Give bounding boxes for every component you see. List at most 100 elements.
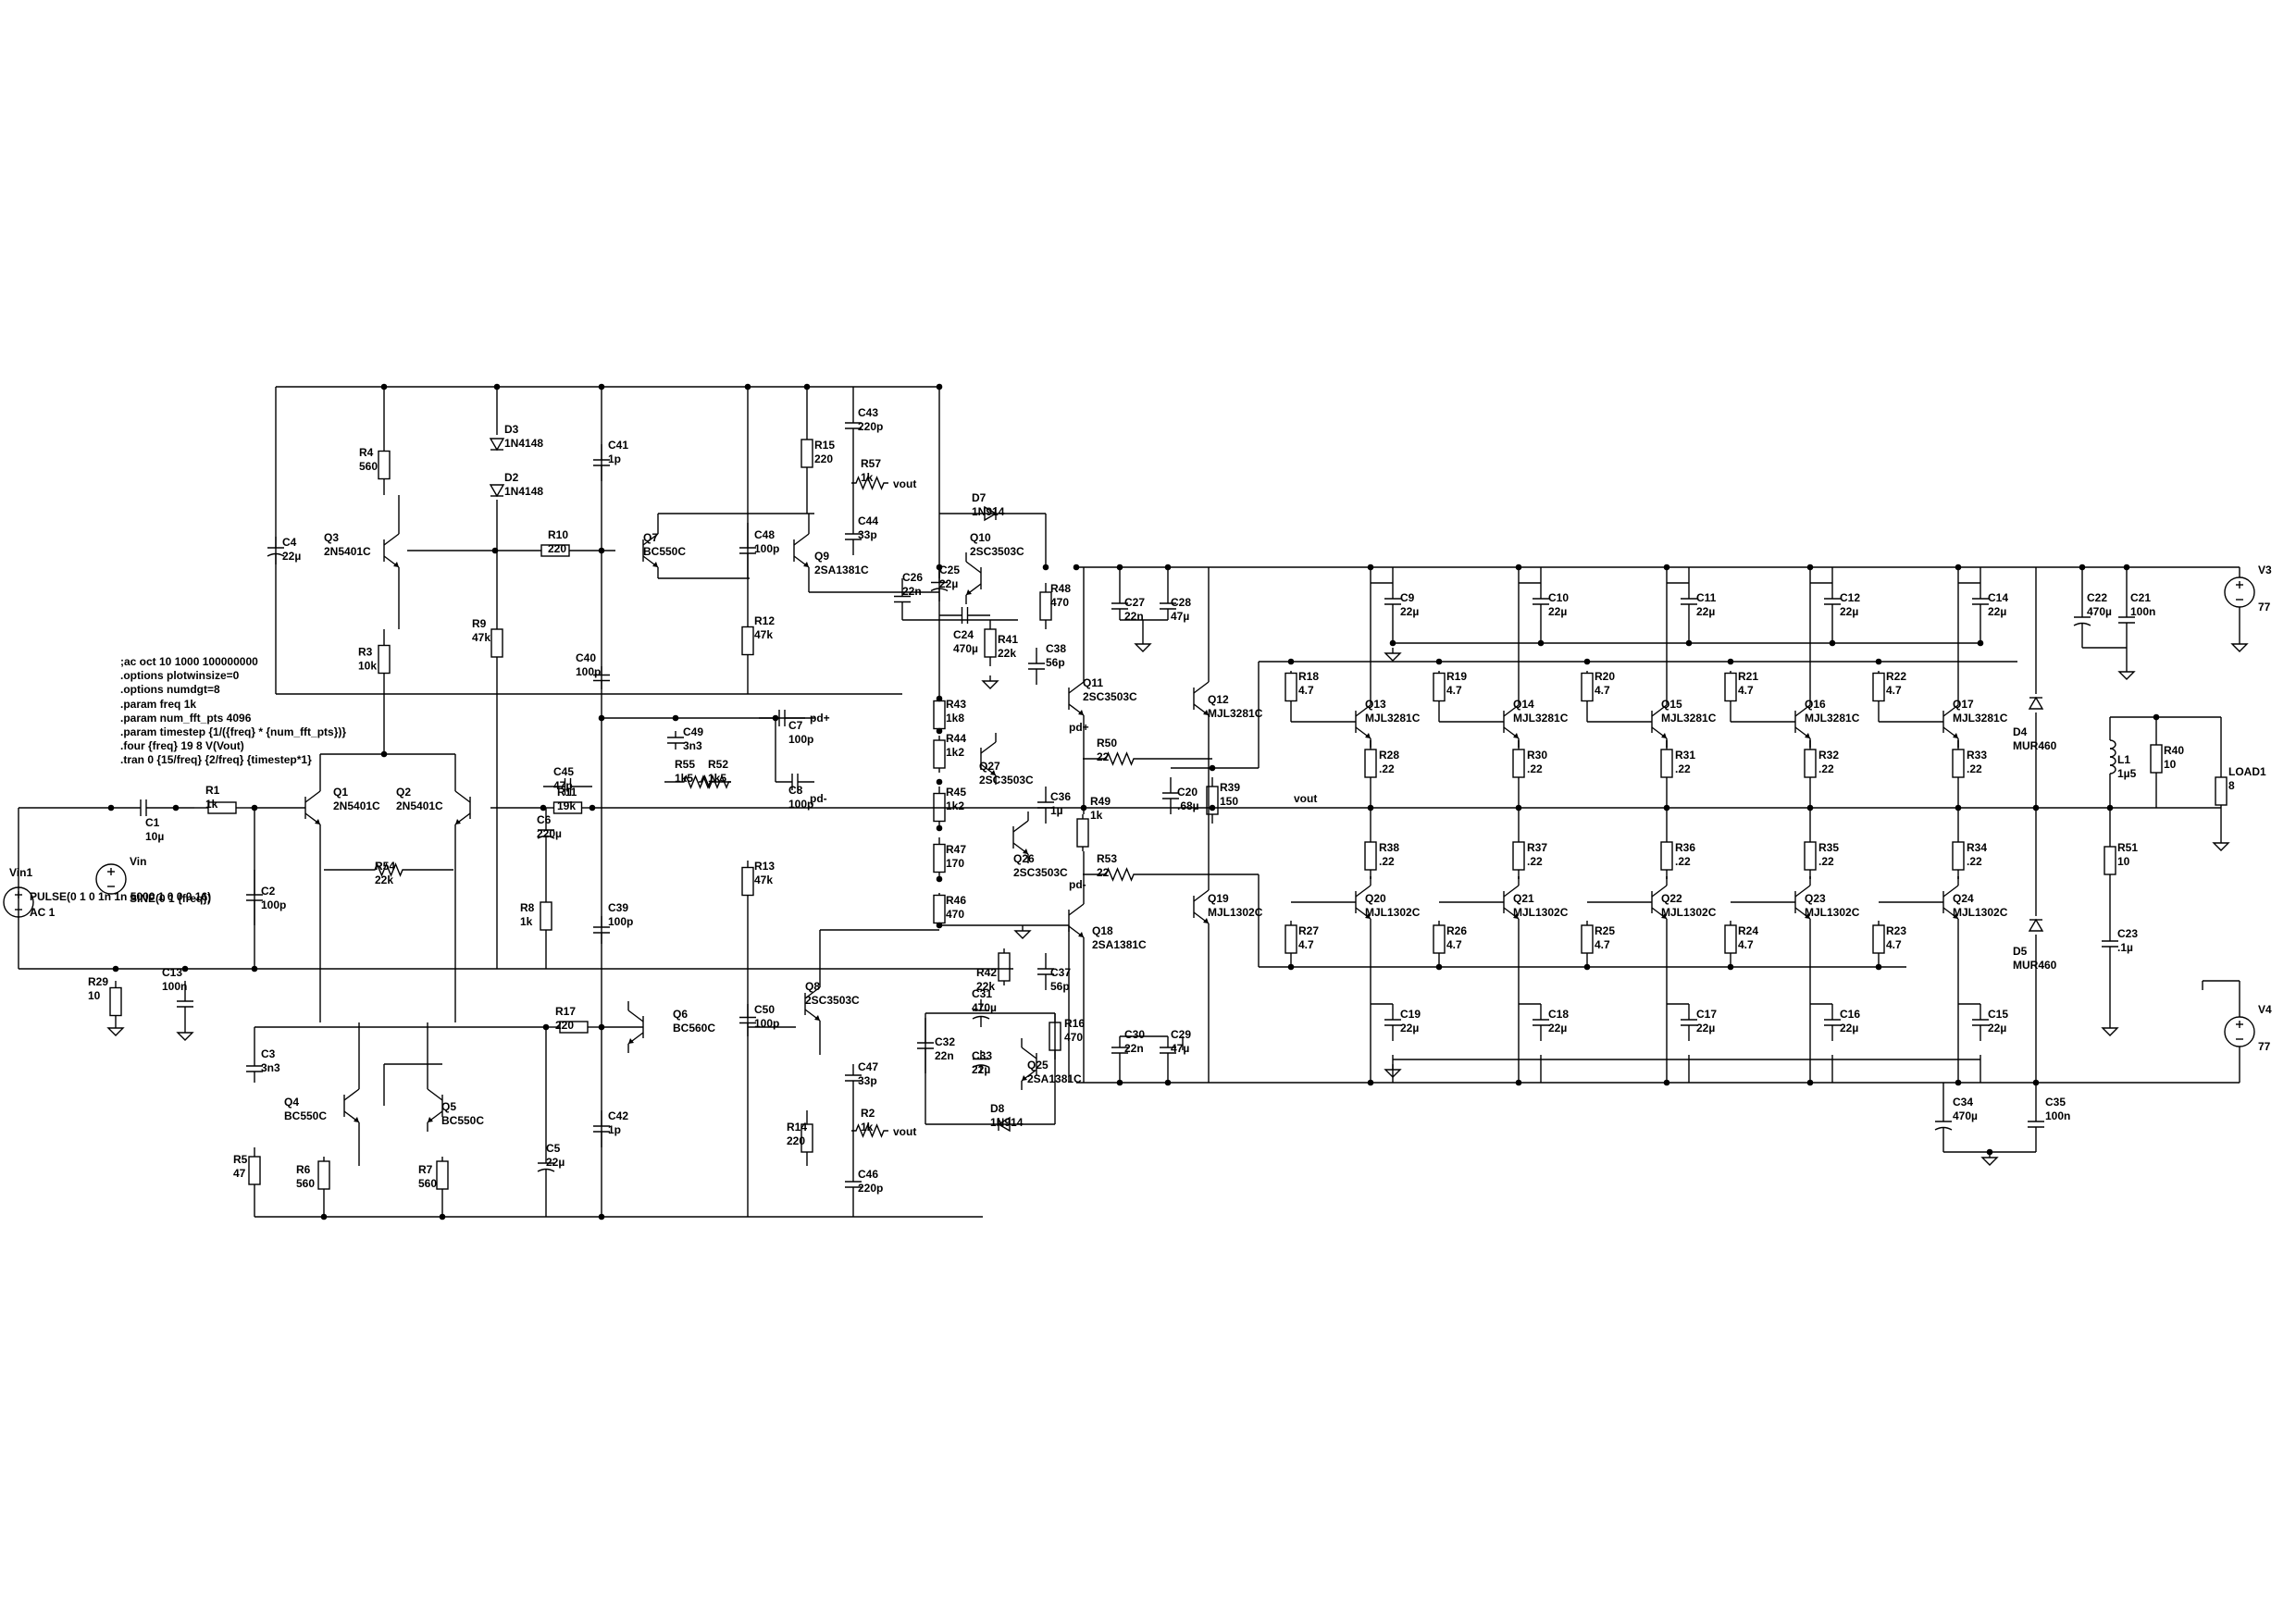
r18-resistor[interactable] (1285, 671, 1297, 703)
c34-capacitor[interactable] (1934, 1110, 1953, 1138)
c37-capacitor[interactable] (1037, 953, 1054, 990)
c20-capacitor[interactable] (1162, 777, 1179, 814)
r33-resistor[interactable] (1952, 740, 1965, 787)
r45-resistor[interactable] (933, 787, 946, 828)
c42-capacitor[interactable] (593, 1110, 610, 1147)
q19-transistor[interactable] (1193, 881, 1210, 933)
r55-resistor[interactable] (664, 774, 731, 789)
r20-resistor[interactable] (1581, 671, 1594, 703)
r25-resistor[interactable] (1581, 921, 1594, 958)
r47-resistor[interactable] (933, 837, 946, 879)
c35-capacitor[interactable] (2028, 1110, 2044, 1138)
c18-capacitor[interactable] (1533, 1004, 1549, 1041)
v3-voltage-source[interactable] (2224, 576, 2255, 608)
r34-resistor[interactable] (1952, 833, 1965, 879)
q18-transistor[interactable] (1068, 895, 1085, 947)
r40-resistor[interactable] (2150, 740, 2163, 777)
r21-resistor[interactable] (1724, 671, 1737, 703)
r54-resistor[interactable] (324, 862, 453, 877)
r17-resistor[interactable] (546, 1021, 602, 1034)
r46-resistor[interactable] (933, 893, 946, 925)
q9-transistor[interactable] (793, 525, 810, 576)
r31-resistor[interactable] (1660, 740, 1673, 787)
c10-capacitor[interactable] (1533, 583, 1549, 620)
r35-resistor[interactable] (1804, 833, 1817, 879)
c1-capacitor[interactable] (111, 799, 176, 816)
q3-transistor[interactable] (383, 525, 400, 576)
r51-resistor[interactable] (2104, 833, 2116, 888)
r52-resistor[interactable] (699, 774, 731, 789)
c23-capacitor[interactable] (2102, 925, 2118, 962)
c22-capacitor[interactable] (2073, 592, 2091, 648)
c14-capacitor[interactable] (1972, 583, 1989, 620)
r2-resistor[interactable] (851, 1123, 888, 1138)
r50-resistor[interactable] (1083, 751, 1157, 766)
r53-resistor[interactable] (1083, 867, 1157, 882)
c33-capacitor[interactable] (972, 1050, 990, 1073)
c13-capacitor[interactable] (177, 981, 193, 1027)
c5-capacitor[interactable] (537, 1147, 555, 1184)
c24-capacitor[interactable] (939, 607, 990, 624)
vin-voltage-source[interactable] (95, 863, 127, 895)
c17-capacitor[interactable] (1681, 1004, 1697, 1041)
c27-capacitor[interactable] (1111, 592, 1128, 620)
r37-resistor[interactable] (1512, 833, 1525, 879)
v4-voltage-source[interactable] (2224, 1016, 2255, 1047)
r22-resistor[interactable] (1872, 671, 1885, 703)
c48-capacitor[interactable] (739, 523, 756, 578)
r9-resistor[interactable] (490, 611, 503, 675)
c49-capacitor[interactable] (667, 731, 684, 750)
c16-capacitor[interactable] (1824, 1004, 1841, 1041)
r41-resistor[interactable] (984, 620, 997, 666)
c28-capacitor[interactable] (1160, 592, 1176, 620)
q20-transistor[interactable] (1355, 876, 1371, 928)
r3-resistor[interactable] (378, 629, 391, 689)
r27-resistor[interactable] (1285, 921, 1297, 958)
d3-diode[interactable] (489, 438, 505, 452)
c30-capacitor[interactable] (1111, 1036, 1128, 1064)
c6-capacitor[interactable] (537, 824, 555, 842)
q10-transistor[interactable] (965, 552, 982, 604)
d8-diode[interactable] (997, 1116, 1011, 1133)
vin1-voltage-source[interactable] (3, 886, 34, 918)
c7-capacitor[interactable] (759, 710, 805, 726)
q7-transistor[interactable] (642, 525, 659, 576)
r4-resistor[interactable] (378, 435, 391, 495)
r11-resistor[interactable] (543, 801, 592, 814)
q14-transistor[interactable] (1503, 696, 1520, 748)
q15-transistor[interactable] (1651, 696, 1668, 748)
c45-capacitor[interactable] (543, 778, 592, 795)
r14-resistor[interactable] (800, 1110, 813, 1166)
q12-transistor[interactable] (1193, 673, 1210, 725)
q27-transistor[interactable] (980, 733, 997, 785)
c12-capacitor[interactable] (1824, 583, 1841, 620)
c46-capacitor[interactable] (845, 1166, 862, 1203)
r12-resistor[interactable] (741, 615, 754, 666)
r29-resistor[interactable] (109, 981, 122, 1022)
r57-resistor[interactable] (851, 476, 888, 490)
r1-resistor[interactable] (194, 801, 250, 814)
q5-transistor[interactable] (427, 1080, 443, 1132)
q25-transistor[interactable] (1021, 1038, 1037, 1090)
r10-resistor[interactable] (518, 544, 592, 557)
d5-diode[interactable] (2028, 918, 2044, 932)
c3-capacitor[interactable] (246, 1055, 263, 1083)
r28-resistor[interactable] (1364, 740, 1377, 787)
c40-capacitor[interactable] (593, 666, 610, 689)
c26-capacitor[interactable] (894, 578, 911, 620)
q16-transistor[interactable] (1794, 696, 1811, 748)
r32-resistor[interactable] (1804, 740, 1817, 787)
r15-resistor[interactable] (800, 426, 813, 481)
c11-capacitor[interactable] (1681, 583, 1697, 620)
c15-capacitor[interactable] (1972, 1004, 1989, 1041)
c29-capacitor[interactable] (1160, 1036, 1176, 1064)
c50-capacitor[interactable] (739, 1004, 756, 1036)
q23-transistor[interactable] (1794, 876, 1811, 928)
r38-resistor[interactable] (1364, 833, 1377, 879)
r26-resistor[interactable] (1433, 921, 1446, 958)
r30-resistor[interactable] (1512, 740, 1525, 787)
d2-diode[interactable] (489, 484, 505, 498)
c36-capacitor[interactable] (1037, 787, 1054, 824)
c43-capacitor[interactable] (845, 407, 862, 444)
